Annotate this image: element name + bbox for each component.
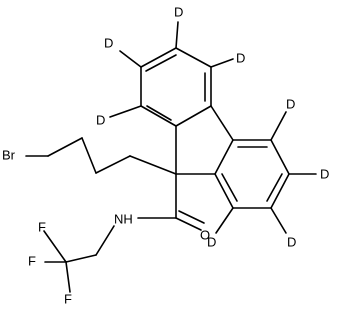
amide-group <box>137 173 205 231</box>
deuterium-bonds <box>109 21 317 234</box>
bond <box>119 50 142 68</box>
atom-label-d: D <box>286 96 295 111</box>
bond-inner <box>146 105 172 121</box>
bond <box>81 137 97 174</box>
upper-aromatic-ring <box>140 47 212 127</box>
bond <box>109 105 142 118</box>
bond <box>175 21 179 49</box>
atom-label-d: D <box>207 234 216 249</box>
atom-label-d: D <box>320 166 329 181</box>
bond-inner <box>266 173 283 202</box>
bond <box>95 225 115 256</box>
bond <box>214 139 234 175</box>
bond <box>175 105 212 127</box>
bond <box>270 207 287 234</box>
bond <box>215 207 234 234</box>
bond <box>140 47 177 68</box>
atom-label-d: D <box>104 35 113 50</box>
bond <box>140 105 177 127</box>
bond <box>129 155 177 175</box>
atom-label-d: D <box>287 234 296 249</box>
bond <box>210 105 234 141</box>
bond <box>47 137 83 157</box>
bond <box>175 47 212 68</box>
bromobutyl-chain <box>25 137 177 175</box>
bond <box>43 230 67 263</box>
bond <box>270 139 290 175</box>
carbonyl-bond <box>178 210 205 224</box>
atom-label-f: F <box>38 219 46 234</box>
right-aromatic-ring <box>214 139 290 209</box>
bond <box>214 173 234 209</box>
trifluoroethyl-group <box>43 225 115 293</box>
atom-label-o: O <box>200 227 210 242</box>
bond <box>95 155 131 174</box>
bond <box>65 254 97 263</box>
bond <box>210 58 234 68</box>
bond-inner <box>221 173 238 202</box>
bond <box>270 173 290 209</box>
atom-label-d: D <box>236 50 245 65</box>
atom-label-br: Br <box>2 147 16 162</box>
carbonyl-bond <box>175 217 202 231</box>
bond <box>270 111 287 141</box>
bond <box>65 261 71 293</box>
five-membered-ring <box>175 105 234 175</box>
atom-label-f: F <box>64 291 72 306</box>
atom-label-d: D <box>96 112 105 127</box>
atom-label-nh: NH <box>114 211 133 226</box>
atom-label-f: F <box>28 253 36 268</box>
atom-label-d: D <box>174 4 183 19</box>
bond-inner <box>145 54 177 72</box>
